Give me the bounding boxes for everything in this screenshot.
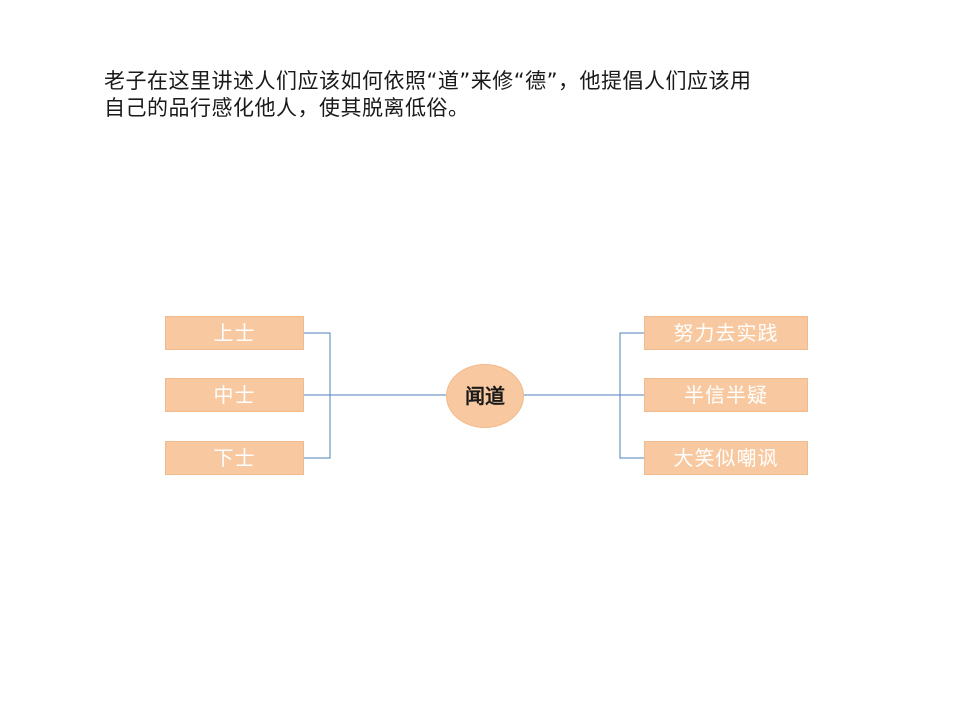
node-lower-scholar: 下士 xyxy=(165,441,304,475)
node-middle-scholar: 中士 xyxy=(165,378,304,412)
connector-right-top xyxy=(619,332,644,395)
connector-left-bottom xyxy=(304,395,331,459)
node-practice-diligently: 努力去实践 xyxy=(644,316,808,350)
connector-right-bottom xyxy=(619,395,644,459)
intro-paragraph: 老子在这里讲述人们应该如何依照“道”来修“德”，他提倡人们应该用 自己的品行感化… xyxy=(104,68,884,122)
node-half-believe: 半信半疑 xyxy=(644,378,808,412)
intro-line-2: 自己的品行感化他人，使其脱离低俗。 xyxy=(104,96,470,120)
center-node: 闻道 xyxy=(446,364,524,428)
connector-left-top xyxy=(304,332,331,395)
node-upper-scholar: 上士 xyxy=(165,316,304,350)
node-laugh-mock: 大笑似嘲讽 xyxy=(644,441,808,475)
intro-line-1: 老子在这里讲述人们应该如何依照“道”来修“德”，他提倡人们应该用 xyxy=(104,69,752,93)
